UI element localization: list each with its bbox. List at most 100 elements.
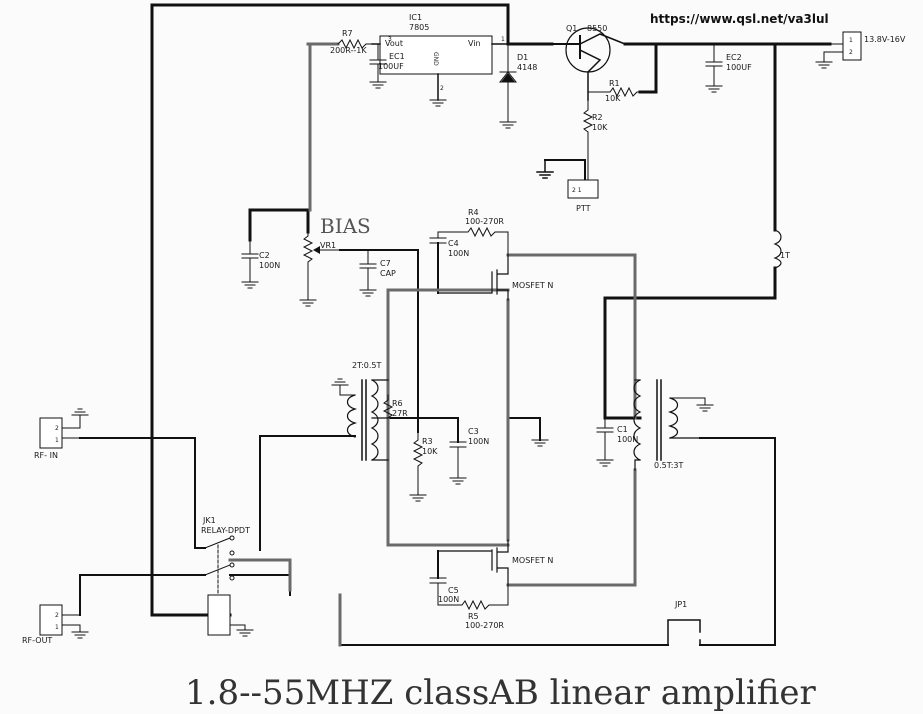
output-transformer: 0.5T:3T (633, 379, 714, 471)
r5-ref: R5 (468, 612, 479, 621)
c3-value: 100N (468, 437, 489, 446)
c7-capacitor: C7 CAP (359, 249, 396, 297)
r5-value: 100-270R (465, 621, 504, 630)
ic1-part: 7805 (409, 23, 429, 32)
t-out-ground-icon (696, 404, 714, 412)
bias-label: BIAS (320, 214, 371, 238)
supply-wires (79, 3, 832, 646)
t-in-ground-lead (339, 384, 356, 396)
d1-ref: D1 (517, 53, 528, 62)
c7-ground-icon (359, 289, 377, 297)
relay-coil-lead (229, 624, 246, 631)
ptt-ground-wire (544, 159, 586, 181)
d1-arrow-icon (501, 73, 515, 82)
rf-in-pin2: 1 (55, 437, 59, 444)
ic1-vout: Vout (385, 39, 403, 48)
c3-ground-icon (449, 477, 467, 485)
c7-symbol (359, 249, 377, 291)
c3-wire (417, 417, 459, 443)
r4-value: 100-270R (465, 217, 504, 226)
r1-ref: R1 (609, 79, 620, 88)
r6-zigzag (382, 394, 394, 419)
choke-label: 1T (780, 251, 790, 260)
ec2-ref: EC2 (726, 53, 742, 62)
rf-out-pin2: 1 (55, 624, 59, 631)
rf-out-connector[interactable]: 2 1 RF-OUT (22, 604, 89, 645)
vr1-potentiometer: VR1 (299, 231, 341, 307)
rf-out-body (39, 604, 63, 636)
relay-contact-wire (229, 574, 291, 596)
power-body (842, 31, 862, 61)
d1-ground-icon (499, 121, 517, 129)
ic1-pin3: 3 (388, 36, 392, 43)
t-in-primary-coil (346, 394, 358, 438)
c4-ref: C4 (448, 239, 459, 248)
t-in-taps (371, 379, 389, 461)
top-supply-wire (150, 3, 554, 46)
ic1-vin: Vin (468, 39, 481, 48)
r7-zigzag (337, 38, 373, 50)
r2-value: 10K (592, 123, 608, 132)
c2-value: 100N (259, 261, 280, 270)
vr1-zigzag (302, 231, 314, 301)
ec2-value: 100UF (726, 63, 752, 72)
rf-in-ground-icon (71, 408, 89, 416)
relay-coil (207, 594, 231, 636)
c7-value: CAP (380, 269, 396, 278)
r3-zigzag (412, 431, 424, 496)
r4-zigzag (437, 226, 509, 256)
c5-symbol (429, 577, 447, 606)
r1-rail-wire (638, 42, 658, 94)
ptt-pins: 2 1 (572, 187, 582, 194)
relay-contact-1 (229, 535, 235, 541)
r2-ref: R2 (592, 113, 603, 122)
jp1-jumper[interactable]: JP1 (667, 600, 701, 646)
website-url[interactable]: https://www.qsl.net/va3lul (650, 12, 829, 26)
jp1-ref: JP1 (674, 600, 687, 609)
rf-in-connector[interactable]: 2 1 RF- IN (34, 408, 89, 460)
c3-symbol (449, 441, 467, 479)
r7-ref: R7 (342, 29, 353, 38)
r4-ref: R4 (468, 208, 479, 217)
t-out-ground-lead (669, 397, 706, 406)
c3-capacitor: C3 100N (449, 427, 489, 485)
c5-ref: C5 (448, 586, 459, 595)
r1-zigzag (587, 86, 641, 98)
relay-contact-3 (229, 562, 235, 568)
mosfet-bottom: MOSFET N (437, 539, 553, 586)
t-in-label: 2T:0.5T (352, 361, 382, 370)
ic1-ground-icon (429, 99, 447, 107)
bias-feed-wire (248, 208, 310, 234)
r3-ref: R3 (422, 437, 433, 446)
r3-value: 10K (422, 447, 438, 456)
q1-base (551, 35, 581, 59)
power-connector[interactable]: 1 2 13.8V-16V (815, 31, 906, 69)
rf-in-wire (79, 437, 206, 549)
vr1-ground-icon (299, 299, 317, 307)
vr1-wiper-wire (339, 249, 419, 419)
rf-in-leads (61, 414, 81, 439)
mosfet-bottom-symbol (437, 539, 509, 586)
ic1-ref: IC1 (409, 13, 422, 22)
drain-top-wire (506, 253, 637, 420)
r6-ref: R6 (392, 399, 403, 408)
rf-in-body (39, 417, 63, 449)
ptt-connector[interactable]: 2 1 PTT (536, 159, 599, 213)
drain-feed-wire (603, 266, 777, 420)
vr1-ref: VR1 (320, 241, 336, 250)
c4-capacitor: C4 100N (429, 231, 469, 258)
t-out-primary-leads (634, 379, 641, 471)
c1-capacitor: C1 100N (596, 417, 638, 467)
c1-value: 100N (617, 435, 638, 444)
t-in-secondary-coil (370, 379, 379, 461)
t-in-primary-wire (259, 435, 356, 551)
c1-ground-icon (596, 459, 614, 467)
c1-symbol (596, 417, 614, 461)
c5-capacitor: C5 100N (429, 577, 459, 606)
ec1-symbol (369, 43, 387, 83)
rf-in-pin1: 2 (55, 425, 59, 432)
jp1-symbol (667, 619, 701, 646)
r5-zigzag (437, 584, 509, 611)
rf-out-label: RF-OUT (22, 636, 52, 645)
rf-out-pin1: 2 (55, 612, 59, 619)
